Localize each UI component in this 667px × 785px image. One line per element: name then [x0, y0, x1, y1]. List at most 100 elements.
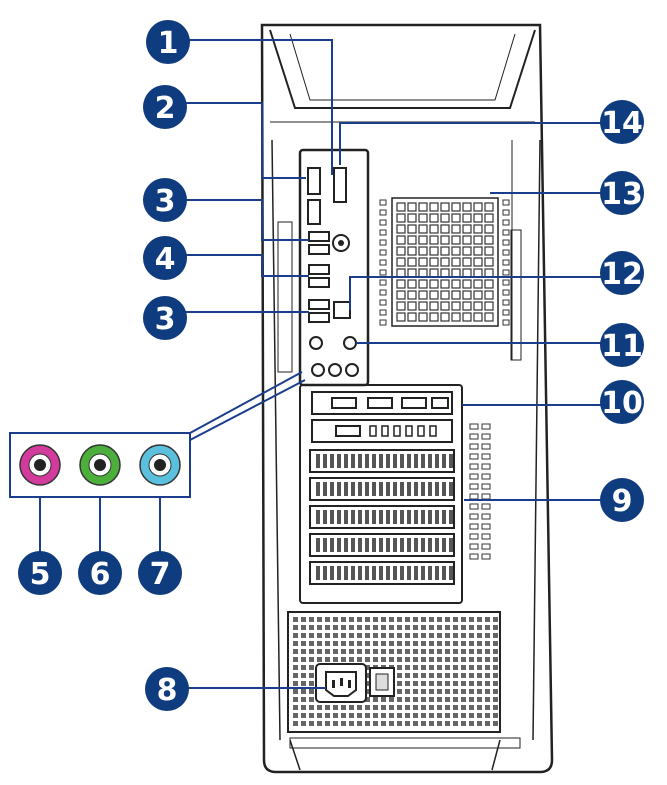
psu-vent-hole — [405, 697, 410, 702]
psu-vent-hole — [381, 617, 386, 622]
vent-hole — [419, 302, 427, 310]
vent-hole — [452, 236, 460, 244]
slot-perforation — [344, 566, 348, 580]
psu-vent-hole — [477, 657, 482, 662]
psu-vent-hole — [325, 721, 330, 726]
slot-perforation — [344, 538, 348, 552]
side-vent-dot — [482, 524, 490, 529]
psu-vent-hole — [445, 641, 450, 646]
psu-vent-hole — [469, 689, 474, 694]
slot-perforation — [449, 538, 453, 552]
psu-vent-hole — [333, 641, 338, 646]
psu-vent-hole — [453, 721, 458, 726]
vent-hole — [419, 225, 427, 233]
psu-vent-hole — [357, 721, 362, 726]
vent-hole — [397, 258, 405, 266]
psu-vent-hole — [309, 665, 314, 670]
psu-vent-hole — [317, 625, 322, 630]
psu-vent-hole — [381, 633, 386, 638]
psu-vent-hole — [349, 705, 354, 710]
slot-perforation — [323, 566, 327, 580]
side-vent-dot — [470, 454, 478, 459]
psu-vent-hole — [437, 713, 442, 718]
callout-number: 12 — [601, 257, 643, 292]
psu-vent-hole — [485, 705, 490, 710]
psu-vent-hole — [333, 713, 338, 718]
psu-vent-hole — [477, 705, 482, 710]
callout-11: 10 — [600, 380, 644, 424]
vent-hole — [463, 236, 471, 244]
vent-hole — [463, 258, 471, 266]
psu-vent-hole — [461, 689, 466, 694]
psu-vent-hole — [309, 657, 314, 662]
side-vent-dot — [470, 514, 478, 519]
io-panel — [300, 150, 368, 385]
psu-vent-hole — [397, 657, 402, 662]
psu-vent-hole — [429, 633, 434, 638]
vent-hole — [441, 225, 449, 233]
vent-dot — [503, 230, 509, 235]
psu-vent-hole — [453, 705, 458, 710]
vent-dot — [503, 240, 509, 245]
psu-vent-hole — [485, 665, 490, 670]
psu-vent-hole — [493, 681, 498, 686]
side-vent-dot — [470, 434, 478, 439]
callout-2: 2 — [143, 85, 187, 129]
psu-vent-hole — [365, 649, 370, 654]
gpu-vent — [406, 426, 412, 436]
psu-vent-hole — [397, 625, 402, 630]
callout-4: 4 — [143, 236, 187, 280]
vent-hole — [430, 313, 438, 321]
slot-perforation — [351, 454, 355, 468]
psu-vent-hole — [477, 633, 482, 638]
psu-vent-hole — [309, 713, 314, 718]
psu-vent-hole — [493, 697, 498, 702]
side-vent-dot — [470, 424, 478, 429]
side-vent-dot — [470, 544, 478, 549]
psu-vent-hole — [485, 673, 490, 678]
psu-vent-hole — [429, 713, 434, 718]
psu-vent-hole — [293, 641, 298, 646]
psu-vent-hole — [301, 697, 306, 702]
psu-vent-hole — [317, 721, 322, 726]
psu-vent-hole — [429, 649, 434, 654]
psu-vent-hole — [405, 657, 410, 662]
psu-vent-hole — [405, 673, 410, 678]
callout-15: 14 — [600, 100, 644, 144]
vent-hole — [452, 258, 460, 266]
psu-vent-hole — [453, 689, 458, 694]
psu-vent-hole — [453, 673, 458, 678]
vent-hole — [463, 247, 471, 255]
psu-vent-hole — [445, 721, 450, 726]
slot-perforation — [407, 538, 411, 552]
slot-perforation — [414, 510, 418, 524]
vent-hole — [463, 269, 471, 277]
psu-vent-hole — [429, 641, 434, 646]
slot-perforation — [323, 538, 327, 552]
vent-hole — [397, 225, 405, 233]
psu-vent-hole — [421, 705, 426, 710]
slot-perforation — [386, 482, 390, 496]
psu-vent-hole — [413, 689, 418, 694]
vent-hole — [408, 214, 416, 222]
vent-dot — [380, 260, 386, 265]
slot-perforation — [421, 454, 425, 468]
psu-vent-hole — [477, 665, 482, 670]
vent-hole — [430, 302, 438, 310]
psu-vent-hole — [389, 713, 394, 718]
vent-dot — [380, 270, 386, 275]
vent-dot — [380, 230, 386, 235]
leader-line-2 — [185, 103, 306, 178]
slot-perforation — [400, 510, 404, 524]
psu-vent-hole — [309, 673, 314, 678]
psu-vent-hole — [397, 681, 402, 686]
psu-vent-hole — [325, 657, 330, 662]
line-in-jack-hole — [154, 459, 166, 471]
callout-12: 11 — [600, 323, 644, 367]
lan-port — [334, 302, 350, 318]
psu-vent-hole — [341, 721, 346, 726]
slot-perforation — [344, 482, 348, 496]
leader-line-3 — [185, 200, 309, 240]
vent-hole — [408, 302, 416, 310]
psu-vent-hole — [301, 633, 306, 638]
